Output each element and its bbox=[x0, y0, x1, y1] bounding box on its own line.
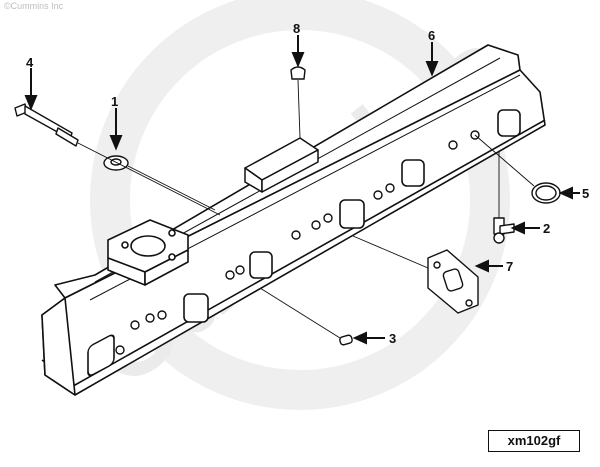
arrow-head bbox=[24, 95, 38, 111]
turbo-flange bbox=[107, 219, 189, 286]
capscrew-thread bbox=[55, 127, 79, 147]
bolt-hole bbox=[311, 220, 321, 230]
exhaust-ports bbox=[87, 109, 521, 377]
flange-bolt-hole bbox=[168, 229, 176, 237]
callout-labels: 4 1 8 6 5 2 7 3 bbox=[26, 21, 589, 346]
leader-line bbox=[77, 142, 221, 216]
callout-6: 6 bbox=[428, 28, 435, 43]
arrow-head bbox=[352, 331, 367, 345]
exhaust-port bbox=[401, 159, 425, 187]
arrow-head bbox=[510, 221, 525, 235]
drawing-id-box: xm102gf bbox=[488, 430, 580, 452]
manifold-end-face bbox=[41, 297, 76, 396]
arrow-head bbox=[474, 259, 489, 273]
gasket-port bbox=[442, 268, 464, 292]
dowel-part bbox=[339, 334, 353, 346]
plug-body bbox=[290, 66, 306, 80]
o-ring-inner bbox=[535, 185, 557, 201]
leader-line bbox=[259, 287, 341, 339]
bolt-hole bbox=[385, 183, 395, 193]
callout-3: 3 bbox=[389, 331, 396, 346]
leader-line bbox=[127, 165, 216, 211]
bolt-holes bbox=[115, 130, 480, 355]
plug-part bbox=[290, 66, 306, 80]
fitting-nut bbox=[493, 232, 505, 244]
exhaust-port bbox=[339, 199, 365, 229]
bolt-hole bbox=[448, 140, 458, 150]
gasket-hole bbox=[433, 261, 441, 269]
bolt-hole bbox=[373, 190, 383, 200]
flange-bolt-hole bbox=[121, 241, 129, 249]
callout-5: 5 bbox=[582, 186, 589, 201]
watermark-ring bbox=[90, 0, 510, 410]
leader-line bbox=[474, 134, 535, 187]
fitting-elbow bbox=[499, 223, 515, 235]
bolt-hole bbox=[291, 230, 301, 240]
callout-arrows bbox=[24, 35, 580, 345]
copyright-notice: ©Cummins Inc bbox=[4, 1, 64, 11]
bolt-hole bbox=[157, 310, 167, 320]
exhaust-port bbox=[249, 251, 273, 279]
exhaust-port bbox=[497, 109, 521, 137]
bolt-hole bbox=[323, 213, 333, 223]
bolt-hole bbox=[145, 313, 155, 323]
arrow-head bbox=[425, 61, 439, 77]
dowel-body bbox=[339, 334, 353, 346]
leader-lines bbox=[77, 79, 535, 339]
gasket-part bbox=[427, 249, 479, 314]
arrow-head bbox=[291, 52, 305, 68]
leader-line bbox=[297, 79, 301, 139]
bolt-hole bbox=[235, 265, 245, 275]
flange-port bbox=[130, 235, 166, 257]
capscrew-part bbox=[14, 103, 79, 147]
callout-2: 2 bbox=[543, 221, 550, 236]
callout-1: 1 bbox=[111, 94, 118, 109]
callout-7: 7 bbox=[506, 259, 513, 274]
bolt-hole bbox=[225, 270, 235, 280]
callout-4: 4 bbox=[26, 55, 34, 70]
o-ring-part bbox=[531, 182, 561, 204]
boss-front bbox=[261, 149, 319, 193]
exhaust-port bbox=[183, 293, 209, 323]
elbow-fitting-part bbox=[493, 217, 515, 244]
flange-bolt-hole bbox=[168, 253, 176, 261]
top-boss bbox=[244, 137, 319, 193]
arrow-head bbox=[558, 186, 573, 200]
exhaust-port bbox=[87, 334, 115, 377]
callout-8: 8 bbox=[293, 21, 300, 36]
bolt-hole bbox=[115, 345, 125, 355]
gasket-hole bbox=[465, 299, 473, 307]
arrow-head bbox=[109, 135, 123, 151]
bolt-hole bbox=[130, 320, 140, 330]
leader-line bbox=[352, 235, 429, 269]
